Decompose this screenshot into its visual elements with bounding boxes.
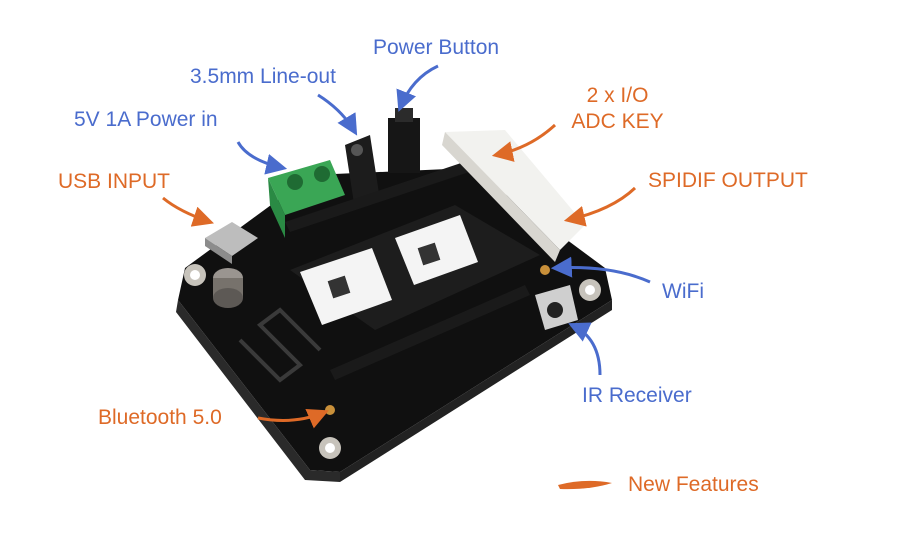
pin-headers bbox=[285, 160, 530, 380]
capacitor bbox=[213, 268, 243, 308]
label-bluetooth: Bluetooth 5.0 bbox=[98, 406, 222, 429]
main-module bbox=[290, 205, 540, 330]
label-power-in: 5V 1A Power in bbox=[74, 108, 218, 131]
orange-brush-stroke-icon bbox=[558, 480, 612, 490]
usb-port bbox=[205, 222, 258, 264]
label-io-line1: 2 x I/O bbox=[586, 84, 649, 107]
bluetooth-antenna bbox=[238, 307, 322, 383]
wifi-arrow bbox=[550, 256, 651, 284]
label-usb-input: USB INPUT bbox=[58, 170, 171, 193]
white-connector bbox=[442, 130, 585, 262]
label-line-out: 3.5mm Line-out bbox=[190, 65, 336, 88]
bluetooth-antenna-connector bbox=[325, 405, 335, 415]
legend-new-features: New Features bbox=[628, 473, 759, 496]
label-spdif-output: SPIDIF OUTPUT bbox=[648, 169, 808, 192]
spdif-arrow bbox=[563, 186, 637, 227]
label-ir-receiver: IR Receiver bbox=[582, 384, 692, 407]
usb-input-arrow bbox=[162, 196, 214, 227]
label-wifi: WiFi bbox=[662, 280, 704, 303]
power-in-arrow bbox=[236, 141, 288, 175]
power-button-switch bbox=[388, 108, 420, 173]
line-out-arrow bbox=[317, 93, 358, 136]
ir-receiver-box bbox=[535, 285, 578, 330]
wifi-antenna-connector bbox=[540, 265, 550, 275]
power-button-arrow bbox=[396, 64, 439, 112]
bluetooth-arrow bbox=[257, 409, 329, 429]
terminal-block bbox=[268, 160, 345, 238]
label-power-button: Power Button bbox=[373, 36, 500, 59]
ir-arrow bbox=[568, 322, 602, 376]
label-io: 2 x I/O ADC KEY bbox=[560, 85, 675, 132]
label-io-line2: ADC KEY bbox=[571, 110, 664, 133]
line-out-jack bbox=[345, 135, 380, 210]
io-arrow bbox=[491, 123, 557, 162]
